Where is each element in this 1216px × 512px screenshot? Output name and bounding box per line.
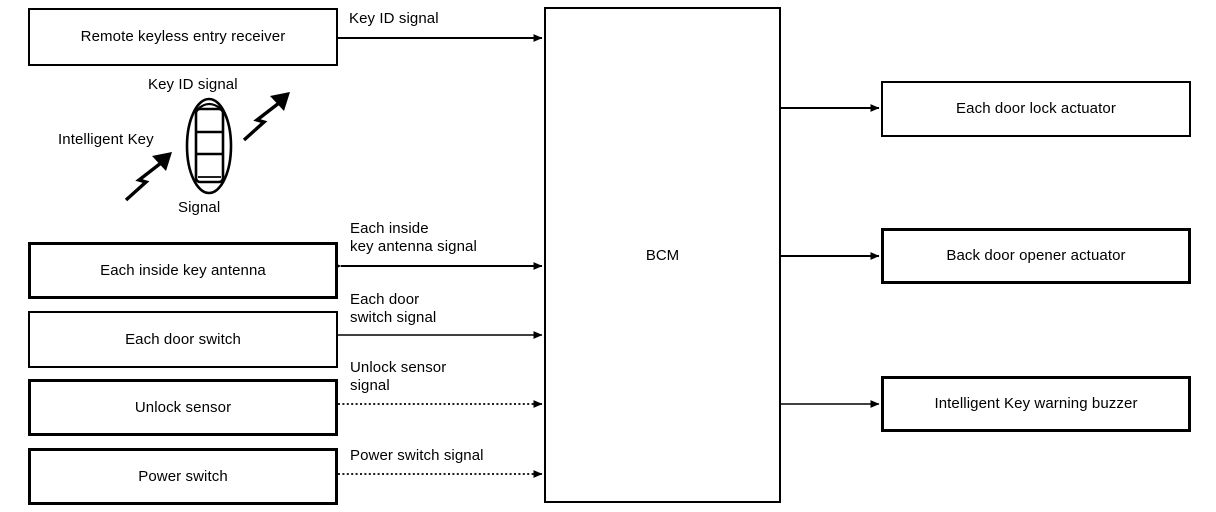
signal-label-power-switch-signal: Power switch signal: [350, 447, 484, 464]
node-label: Each inside key antenna: [100, 261, 266, 279]
key-id-signal-illustration-label: Key ID signal: [148, 76, 238, 93]
node-bcm[interactable]: BCM: [544, 7, 781, 503]
node-label: Each door lock actuator: [956, 100, 1116, 118]
node-each-door-switch[interactable]: Each door switch: [28, 311, 338, 368]
node-each-door-lock-actuator[interactable]: Each door lock actuator: [881, 81, 1191, 137]
node-back-door-opener-actuator[interactable]: Back door opener actuator: [881, 228, 1191, 284]
node-label: Intelligent Key warning buzzer: [934, 395, 1138, 413]
node-label: Remote keyless entry receiver: [80, 28, 286, 46]
signal-illustration-label: Signal: [178, 199, 221, 216]
signal-label-each-inside-key-antenna-signal: Each inside key antenna signal: [350, 220, 477, 255]
node-intelligent-key-warning-buzzer[interactable]: Intelligent Key warning buzzer: [881, 376, 1191, 432]
node-power-switch[interactable]: Power switch: [28, 448, 338, 505]
signal-label-unlock-sensor-signal: Unlock sensor signal: [350, 359, 447, 394]
node-label: Back door opener actuator: [946, 247, 1126, 265]
node-label: Unlock sensor: [134, 398, 232, 416]
node-unlock-sensor[interactable]: Unlock sensor: [28, 379, 338, 436]
bcm-label: BCM: [645, 246, 680, 264]
intelligent-key-label: Intelligent Key: [58, 131, 154, 148]
node-label: Each door switch: [125, 330, 241, 348]
node-each-inside-key-antenna[interactable]: Each inside key antenna: [28, 242, 338, 299]
signal-label-key-id-signal-receiver: Key ID signal: [349, 10, 439, 27]
node-remote-keyless-entry-receiver[interactable]: Remote keyless entry receiver: [28, 8, 338, 66]
signal-label-each-door-switch-signal: Each door switch signal: [350, 291, 437, 326]
node-label: Power switch: [138, 467, 228, 485]
